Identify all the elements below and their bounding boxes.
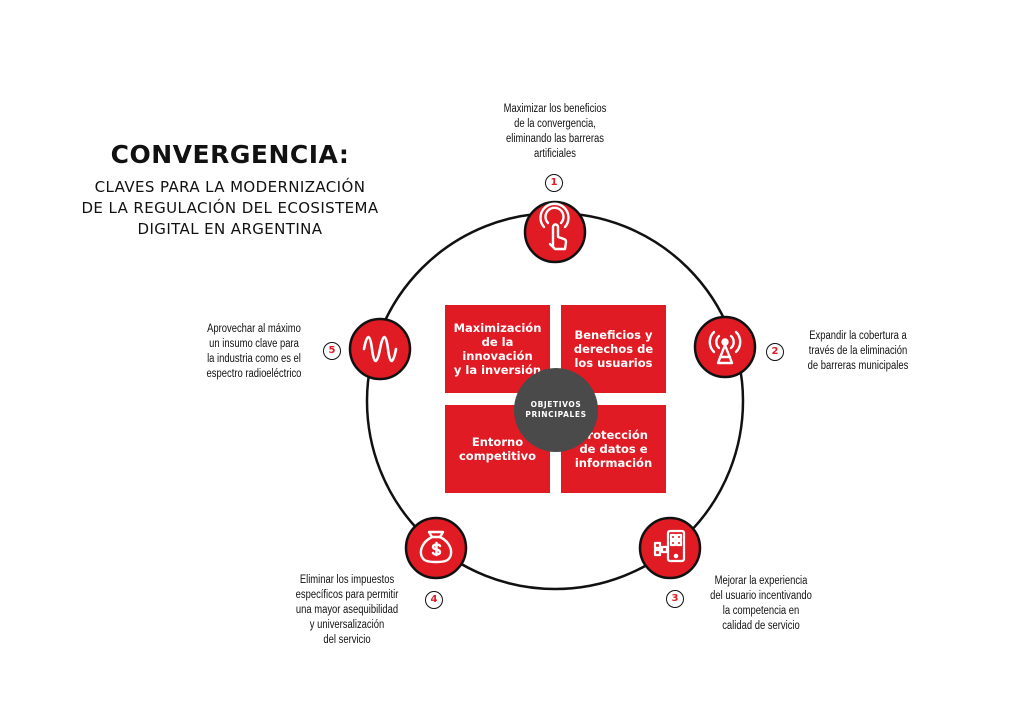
key-label-line: una mayor asequibilidad (295, 604, 399, 616)
key-4-label: Eliminar los impuestos específicos para … (286, 573, 409, 648)
key-label-line: del servicio (323, 634, 371, 646)
radio-wave-icon (362, 335, 398, 363)
center-label-line: OBJETIVOS (530, 400, 582, 409)
objective-line: derechos de (573, 342, 654, 356)
key-1-label: Maximizar los beneficios de la convergen… (489, 102, 620, 162)
key-1-badge (523, 200, 587, 264)
key-label-line: la competencia en (722, 605, 800, 617)
key-4-badge (404, 516, 468, 580)
title-block: CONVERGENCIA: CLAVES PARA LA MODERNIZACI… (70, 140, 390, 240)
key-5-badge (348, 317, 412, 381)
key-label-line: del usuario incentivando (710, 590, 812, 602)
antenna-tower-icon (708, 330, 742, 365)
objective-line: y la inversión (453, 363, 542, 377)
center-label-line: PRINCIPALES (525, 410, 587, 419)
key-3-badge (638, 516, 702, 580)
key-label-line: de la convergencia, (514, 118, 596, 130)
key-2-badge (693, 315, 757, 379)
subtitle-line: DIGITAL EN ARGENTINA (137, 220, 323, 238)
key-number-4: 4 (425, 591, 443, 609)
money-bag-icon (419, 530, 453, 564)
key-label-line: específicos para permitir (295, 589, 399, 601)
key-label-line: Maximizar los beneficios (503, 103, 607, 115)
page-subtitle: CLAVES PARA LA MODERNIZACIÓN DE LA REGUL… (70, 177, 390, 240)
key-number-5: 5 (323, 342, 341, 360)
key-label-line: eliminando las barreras (505, 133, 605, 145)
touch-hand-icon (539, 202, 570, 251)
key-label-line: un insumo clave para (209, 338, 299, 350)
main-objectives-disc: OBJETIVOS PRINCIPALES (514, 368, 598, 452)
key-3-label: Mejorar la experiencia del usuario incen… (700, 574, 823, 634)
key-label-line: Mejorar la experiencia (714, 575, 808, 587)
objective-line: Entorno (471, 435, 524, 449)
page-title: CONVERGENCIA: (110, 140, 350, 169)
key-label-line: Eliminar los impuestos (299, 574, 395, 586)
objective-line: Maximización (453, 321, 542, 335)
key-label-line: espectro radioeléctrico (206, 368, 302, 380)
key-label-line: la industria como es el (207, 353, 301, 365)
objective-line: los usuarios (574, 356, 653, 370)
key-label-line: Expandir la cobertura a (809, 330, 907, 342)
objective-innovation-investment: Maximización de la innovación y la inver… (445, 305, 550, 393)
key-label-line: y universalización (309, 619, 385, 631)
objective-line: Beneficios y (574, 328, 653, 342)
objective-line: Protección (579, 428, 648, 442)
objective-line: información (574, 456, 653, 470)
objective-line: competitivo (458, 449, 536, 463)
key-number-1: 1 (545, 174, 563, 192)
objective-line: de la innovación (462, 335, 533, 363)
key-label-line: través de la eliminación (808, 345, 908, 357)
key-label-line: artificiales (534, 148, 576, 160)
key-label-line: calidad de servicio (722, 620, 800, 632)
objective-line: de datos e (579, 442, 648, 456)
key-number-2: 2 (766, 343, 784, 361)
subtitle-line: CLAVES PARA LA MODERNIZACIÓN (94, 178, 366, 196)
key-label-line: de barreras municipales (807, 360, 909, 372)
key-number-3: 3 (666, 590, 684, 608)
subtitle-line: DE LA REGULACIÓN DEL ECOSISTEMA (81, 199, 379, 217)
key-2-label: Expandir la cobertura a través de la eli… (801, 329, 916, 374)
key-5-label: Aprovechar al máximo un insumo clave par… (197, 322, 312, 382)
mobile-apps-icon (653, 529, 686, 563)
key-label-line: Aprovechar al máximo (207, 323, 301, 335)
